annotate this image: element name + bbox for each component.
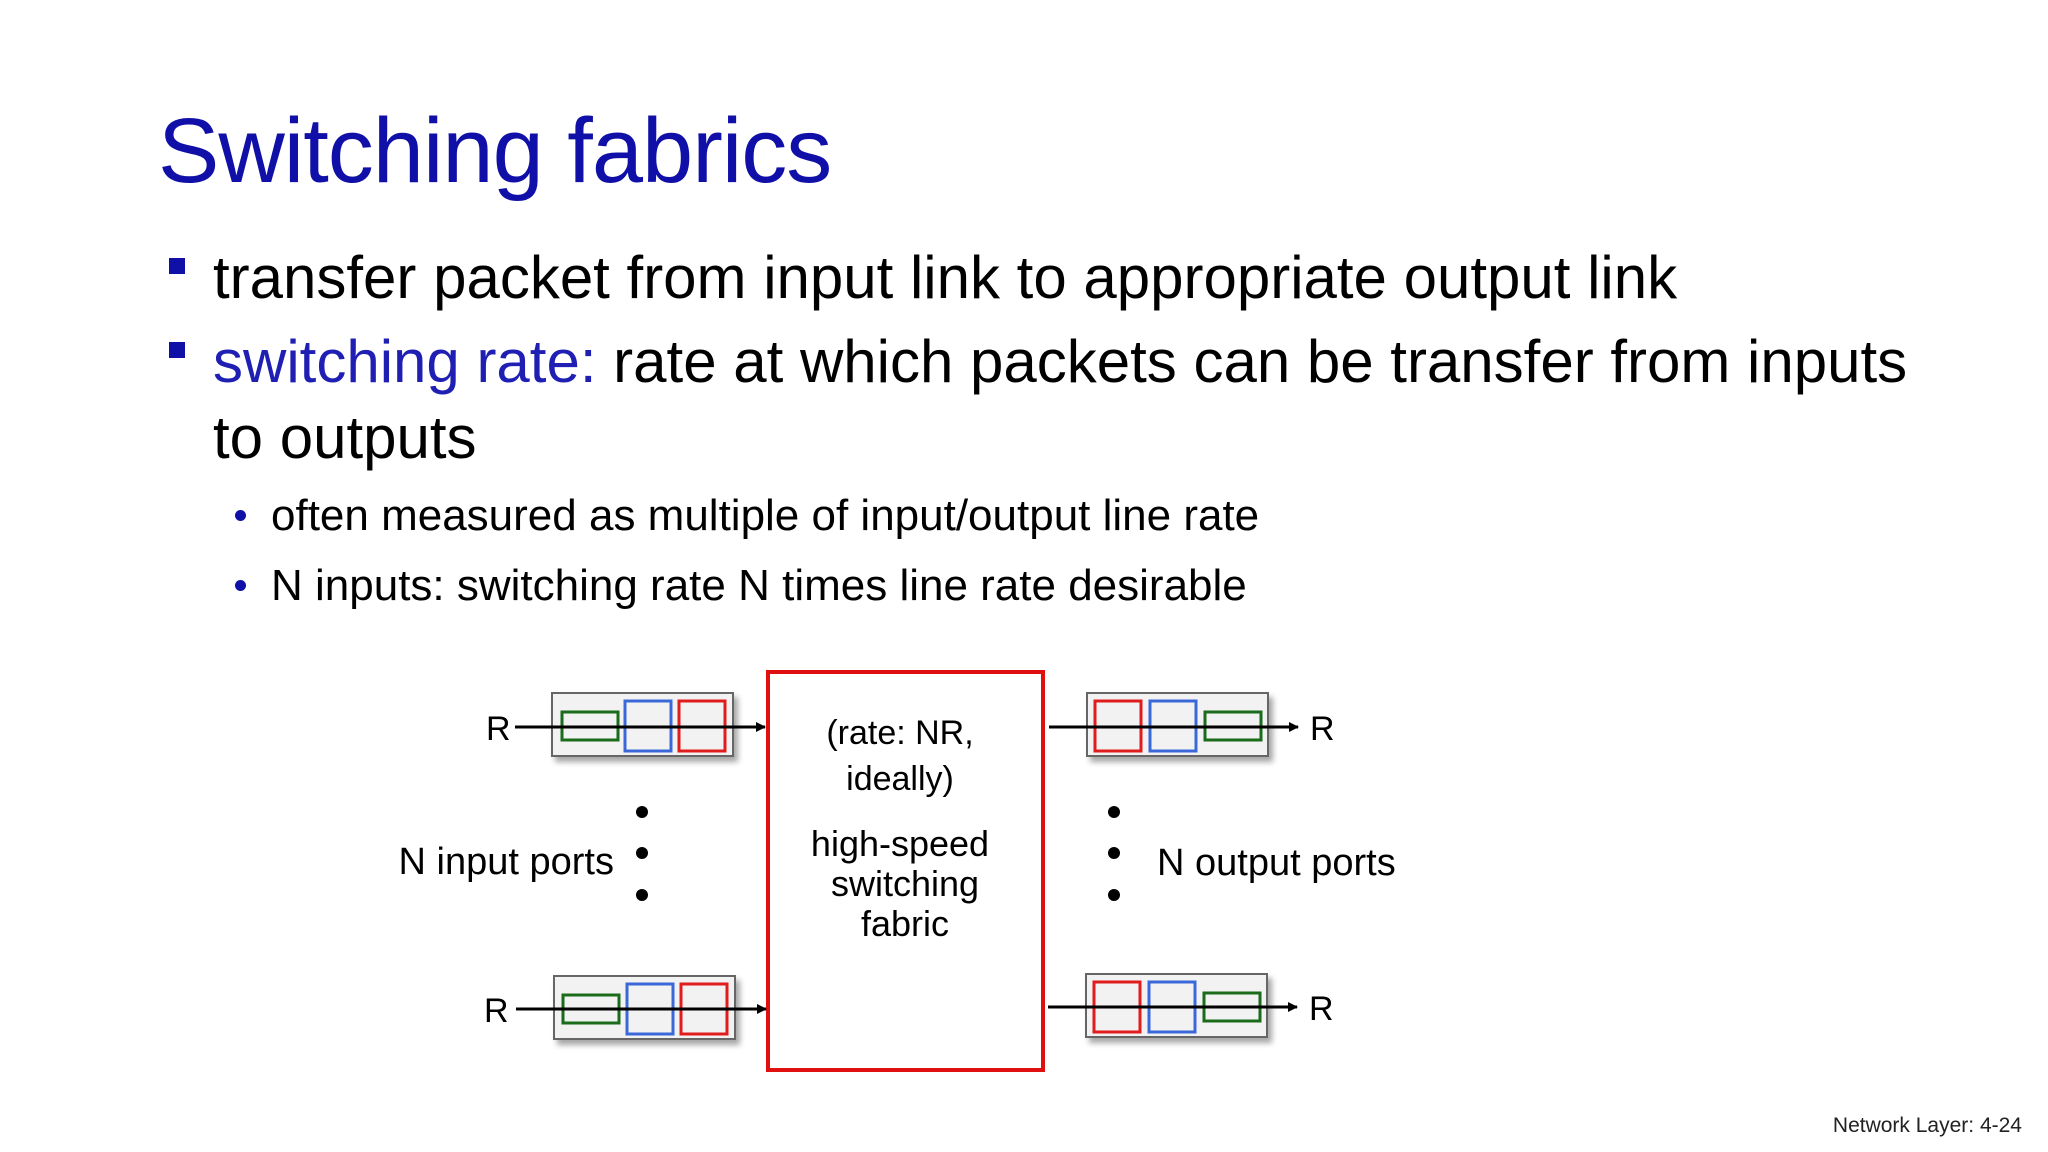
bullet-text: rate at which packets can be transfer fr… (213, 328, 1908, 471)
input-rate-bottom: R (484, 992, 509, 1030)
fabric-label-line3: fabric (861, 903, 949, 944)
fabric-rate-line2: ideally) (846, 760, 954, 798)
input-ports-label: N input ports (399, 841, 614, 883)
slide-footer: Network Layer: 4-24 (1832, 1114, 2022, 1137)
output-ports-label: N output ports (1157, 842, 1396, 884)
output-port-bottom (1048, 973, 1298, 1038)
bullet-item: transfer packet from input link to appro… (165, 240, 1925, 316)
sub-bullet-text: N inputs: switching rate N times line ra… (271, 561, 1247, 610)
fabric-label-line1: high-speed (811, 823, 989, 864)
bullet-list: transfer packet from input link to appro… (165, 240, 1925, 616)
round-bullet-icon (235, 510, 246, 521)
sub-bullet-text: often measured as multiple of input/outp… (271, 491, 1260, 540)
input-ellipsis-dots (636, 806, 648, 901)
output-ellipsis-dots (1108, 806, 1120, 901)
input-rate-top: R (486, 710, 511, 748)
output-rate-bottom: R (1309, 990, 1334, 1028)
round-bullet-icon (235, 580, 246, 591)
input-port-bottom (516, 975, 767, 1040)
input-port-top (515, 692, 766, 757)
fabric-label-line2: switching (831, 863, 979, 904)
fabric-rate-line1: (rate: NR, (826, 714, 973, 752)
bullet-text: transfer packet from input link to appro… (213, 244, 1678, 311)
bullet-item: switching rate: rate at which packets ca… (165, 324, 1925, 476)
sub-bullet-item: N inputs: switching rate N times line ra… (165, 556, 1925, 616)
bullet-highlight: switching rate: (213, 328, 597, 395)
output-port-top (1049, 692, 1299, 757)
square-bullet-icon (169, 258, 185, 274)
sub-bullet-item: often measured as multiple of input/outp… (165, 486, 1925, 546)
output-rate-top: R (1310, 710, 1335, 748)
fabric-box (766, 670, 1045, 1072)
slide-title: Switching fabrics (158, 100, 832, 202)
square-bullet-icon (169, 342, 185, 358)
